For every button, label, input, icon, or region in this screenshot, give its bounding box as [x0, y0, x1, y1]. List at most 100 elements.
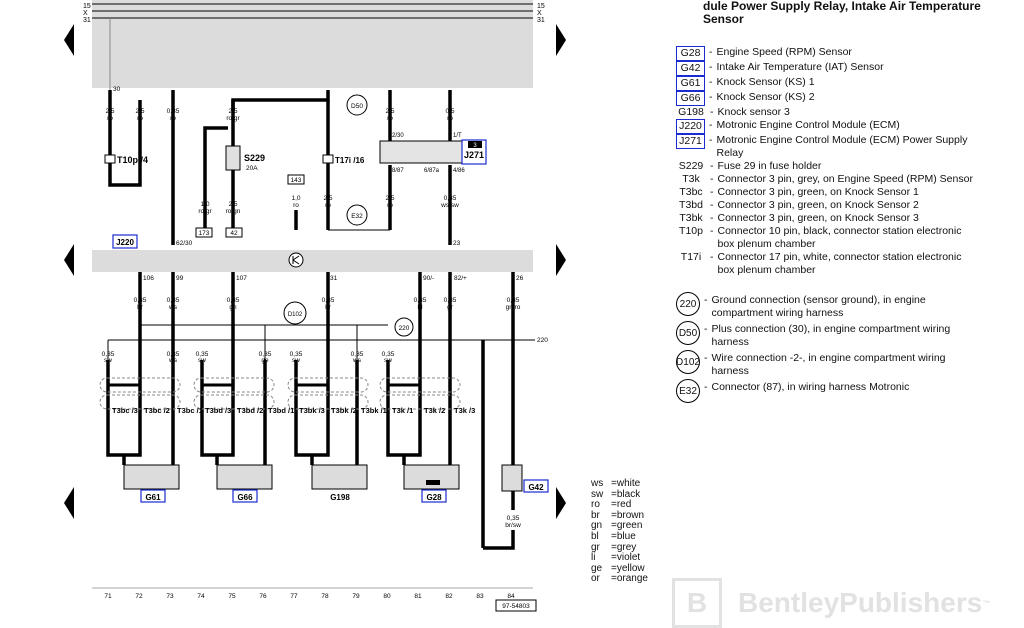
color-abbr: ge [591, 562, 603, 574]
fuse-rating: 20A [246, 165, 258, 172]
legend-desc: Motronic Engine Control Module (ECM) Pow… [716, 134, 968, 159]
top-wire-1-color: ro [107, 115, 113, 122]
legend-code: J220 [676, 119, 705, 134]
top-wire-group [108, 90, 452, 245]
fuse-label: S229 [244, 153, 265, 163]
ecm-j220-code-box [112, 234, 138, 249]
color-abbr: bl [591, 530, 599, 542]
top-wire-5-color: ro [387, 115, 393, 122]
ground-220-end-label: 220 [537, 337, 548, 344]
bottom-wire-7-color: gn/ro [506, 304, 521, 311]
sensor-wire-7-color: sw [384, 357, 392, 364]
annotation-circle: 220 [676, 292, 700, 316]
page-title: dule Power Supply Relay, Intake Air Temp… [703, 0, 981, 26]
color-eq: = [611, 520, 617, 532]
ecm-pin-31: 31 [330, 275, 338, 282]
legend-dash: - [704, 294, 708, 306]
relay-pin-6-87a: 6/87a [424, 168, 440, 174]
top-wire-2-color: ro [137, 115, 143, 122]
legend-desc: Motronic Engine Control Module (ECM) [716, 119, 900, 131]
color-eq: = [611, 478, 617, 489]
sensor-wire-1-gauge: 0,35 [102, 351, 115, 358]
ecm-top-housing [92, 0, 533, 88]
bottom-wire-4-color: br [325, 304, 332, 311]
mid-wire-5-color: ro [387, 202, 393, 209]
top-wire-3-gauge: 0,35 [167, 108, 180, 115]
legend-dash: - [709, 91, 713, 103]
color-eq: = [611, 509, 617, 521]
annotation-desc: Ground connection (sensor ground), in en… [711, 294, 926, 319]
color-abbr: gr [591, 541, 600, 553]
ecm-pin-90: 90/- [423, 275, 434, 282]
legend-dash: - [710, 251, 714, 263]
ref-143 [287, 174, 305, 185]
annotation-row-d102: D102-Wire connection -2-, in engine comp… [676, 350, 976, 378]
color-name: violet [616, 552, 641, 564]
mid-wire-4-gauge: 2,5 [323, 195, 332, 202]
legend-row-j220: J220-Motronic Engine Control Module (ECM… [676, 119, 976, 134]
legend-desc: Engine Speed (RPM) Sensor [716, 46, 852, 58]
bottom-wire-3-gauge: 0,35 [227, 297, 240, 304]
column-number-77: 77 [290, 593, 298, 600]
color-eq: = [611, 562, 617, 574]
color-key-ge: ge= yellow [591, 562, 648, 575]
color-name: black [616, 488, 641, 500]
color-name: red [616, 499, 632, 511]
color-name: grey [616, 541, 637, 553]
connection-d50-marker [346, 94, 368, 116]
column-number-84: 84 [507, 593, 515, 600]
connection-d50-label: D50 [351, 103, 363, 110]
legend-code: J271 [676, 134, 705, 149]
mid-wire-3-color: ro [293, 202, 299, 209]
t3bd-pin-1: T3bd /1 [268, 406, 294, 415]
sensor-wire-7-gauge: 0,35 [382, 351, 395, 358]
color-abbr: ro [591, 499, 600, 511]
column-number-83: 83 [476, 593, 484, 600]
color-name: green [616, 520, 643, 532]
connector-t10p [104, 154, 116, 164]
relay-pin-2-30: 2/30 [392, 133, 404, 139]
bentley-logo-icon: B [672, 578, 722, 628]
annotation-desc: Plus connection (30), in engine compartm… [711, 323, 951, 348]
t3bk-pin-3: T3bk /3 [299, 406, 325, 415]
column-number-81: 81 [414, 593, 422, 600]
diagram-ref-code: 97-54803 [502, 603, 530, 610]
color-name: white [616, 478, 641, 489]
sensor-wire-5-gauge: 0,35 [290, 351, 303, 358]
bottom-wire-5-gauge: 0,35 [414, 297, 427, 304]
ecm-pin-26: 26 [516, 275, 524, 282]
legend-dash: - [710, 173, 714, 185]
ecm-pin-30: 30 [113, 86, 121, 93]
nav-next-arrow-mid[interactable] [556, 244, 566, 276]
legend-dash: - [704, 323, 708, 335]
nav-next-arrow-bottom[interactable] [556, 487, 566, 519]
mid-wire-3-gauge: 1,0 [291, 195, 300, 202]
relay-j271-num: 3 [473, 143, 477, 149]
watermark-text: BentleyPublishers [738, 587, 983, 618]
connector-t17i-label: T17i /16 [335, 156, 365, 165]
t3bc-pin-1: T3bc /1 [177, 406, 203, 415]
legend-row-t10p: T10p-Connector 10 pin, black, connector … [676, 225, 976, 251]
color-eq: = [611, 552, 617, 564]
color-key-gr: gr= grey [591, 541, 648, 554]
t3bk-pin-2: T3bk /2 [331, 406, 357, 415]
bottom-wire-group [106, 272, 515, 550]
legend-code: S229 [678, 160, 704, 172]
column-number-74: 74 [197, 593, 205, 600]
column-number-78: 78 [321, 593, 329, 600]
top-wire-4-gauge: 2,5 [228, 108, 237, 115]
sensor-wire-5-color: sw [292, 357, 300, 364]
color-abbr: or [591, 573, 600, 585]
ecm-mid-housing [92, 250, 533, 272]
annotation-desc: Connector (87), in wiring harness Motron… [711, 381, 910, 393]
nav-prev-arrow-bottom[interactable] [64, 487, 74, 519]
nav-next-arrow-top[interactable] [556, 24, 566, 56]
top-wire-6-gauge: 0,5 [445, 108, 454, 115]
nav-prev-arrow-mid[interactable] [64, 244, 74, 276]
legend-code: T3bk [679, 212, 703, 224]
top-wire-6-color: ro [447, 115, 453, 122]
column-number-71: 71 [104, 593, 112, 600]
knock-sensor-g66 [216, 464, 273, 490]
legend-desc: Connector 3 pin, green, on Knock Sensor … [717, 212, 919, 224]
nav-prev-arrow-top[interactable] [64, 24, 74, 56]
